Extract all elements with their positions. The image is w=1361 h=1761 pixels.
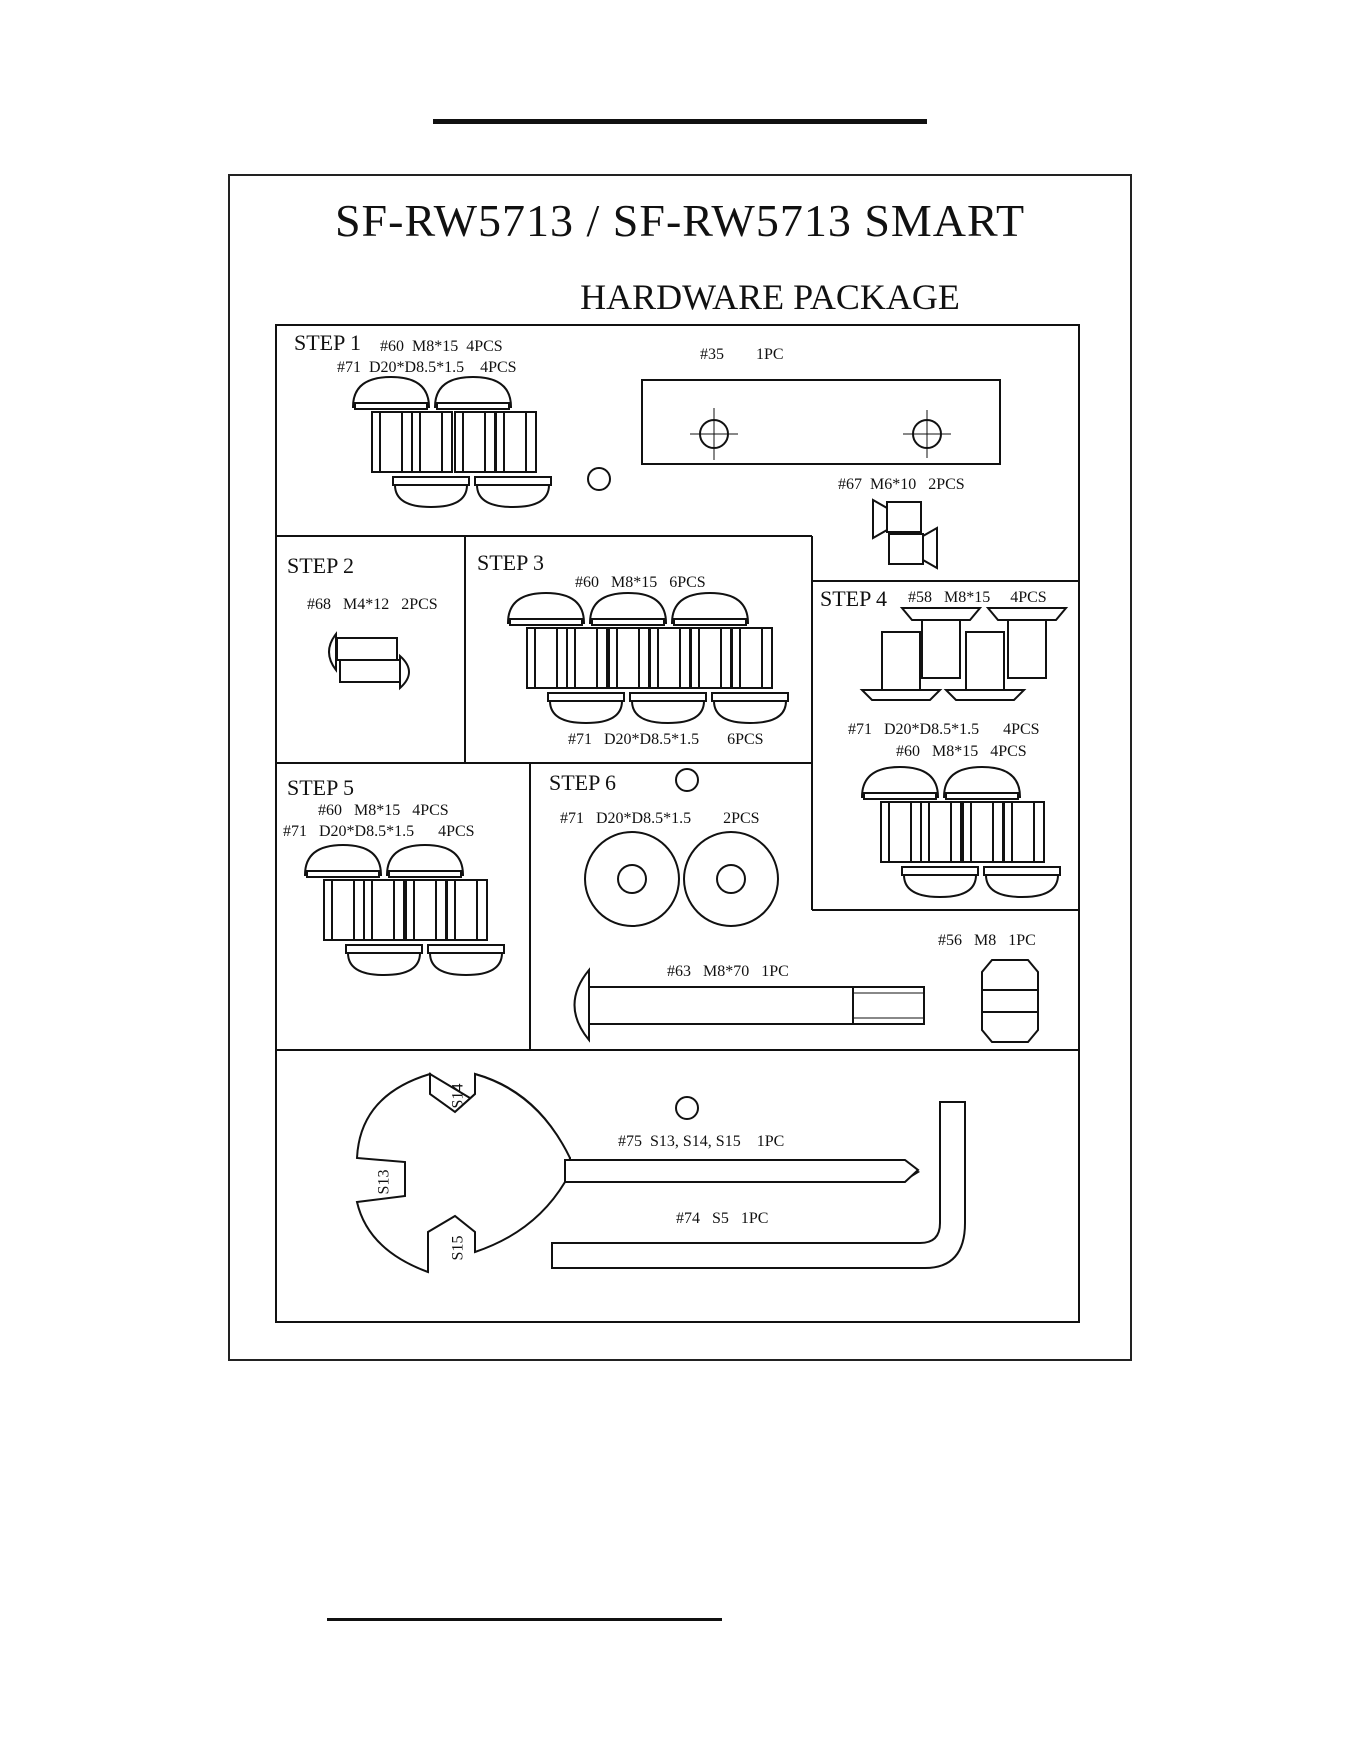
hex-key-drawing: [551, 1101, 966, 1269]
step5-bolts-drawing: [304, 844, 505, 976]
step1-countersunk-screws-drawing: [872, 498, 938, 570]
wrench-s13-label: S13: [375, 1169, 393, 1195]
step2-part-68: #68 M4*12 2PCS: [307, 596, 438, 613]
wrench-drawing: [355, 1072, 921, 1274]
step6-part-71: #71 D20*D8.5*1.5 2PCS: [560, 810, 760, 827]
step6-washers-drawing: [584, 831, 779, 927]
wrench-s15-label: S15: [449, 1235, 467, 1261]
step4-part-60: #60 M8*15 4PCS: [896, 743, 1027, 760]
step1-part-67: #67 M6*10 2PCS: [838, 476, 965, 493]
hardware-package-heading: HARDWARE PACKAGE: [580, 277, 960, 317]
top-rule: [433, 119, 927, 124]
step4-bolts-drawing: [861, 766, 1061, 898]
step1-part-60: #60 M8*15 4PCS: [380, 338, 503, 355]
lock-nut-drawing: [981, 959, 1039, 1043]
product-title: SF-RW5713 / SF-RW5713 SMART: [334, 195, 1026, 246]
part-63-label: #63 M8*70 1PC: [667, 963, 789, 980]
step1-title: STEP 1: [294, 330, 362, 355]
wrench-s14-label: S14: [449, 1083, 467, 1109]
step5-title: STEP 5: [287, 775, 355, 800]
step3-part-60: #60 M8*15 6PCS: [575, 574, 706, 591]
hardware-sheet-frame: [228, 174, 1132, 1361]
step1-bolts-drawing: [352, 376, 552, 508]
step4-part-58: #58 M8*15 4PCS: [908, 589, 1047, 606]
part-74-label: #74 S5 1PC: [676, 1210, 769, 1227]
part-75-label: #75 S13, S14, S15 1PC: [618, 1133, 785, 1150]
step3-title: STEP 3: [477, 550, 545, 575]
step5-part-71: #71 D20*D8.5*1.5 4PCS: [283, 823, 475, 840]
step2-title: STEP 2: [287, 553, 355, 578]
step2-screws-drawing: [328, 631, 410, 691]
bracket-plate-drawing: [641, 379, 1001, 465]
step3-part-71: #71 D20*D8.5*1.5 6PCS: [568, 731, 764, 748]
step5-part-60: #60 M8*15 4PCS: [318, 802, 449, 819]
bottom-rule: [327, 1618, 722, 1621]
step4-title: STEP 4: [820, 586, 888, 611]
step6-title: STEP 6: [549, 770, 617, 795]
step3-bolts-drawing: [507, 592, 789, 724]
step1-part-71: #71 D20*D8.5*1.5 4PCS: [337, 359, 517, 376]
step1-part-35: #35 1PC: [700, 346, 784, 363]
step4-part-71: #71 D20*D8.5*1.5 4PCS: [848, 721, 1040, 738]
part-56-label: #56 M8 1PC: [938, 932, 1036, 949]
long-bolt-drawing: [573, 967, 925, 1043]
step4-countersunk-bolts-drawing: [859, 607, 1069, 701]
